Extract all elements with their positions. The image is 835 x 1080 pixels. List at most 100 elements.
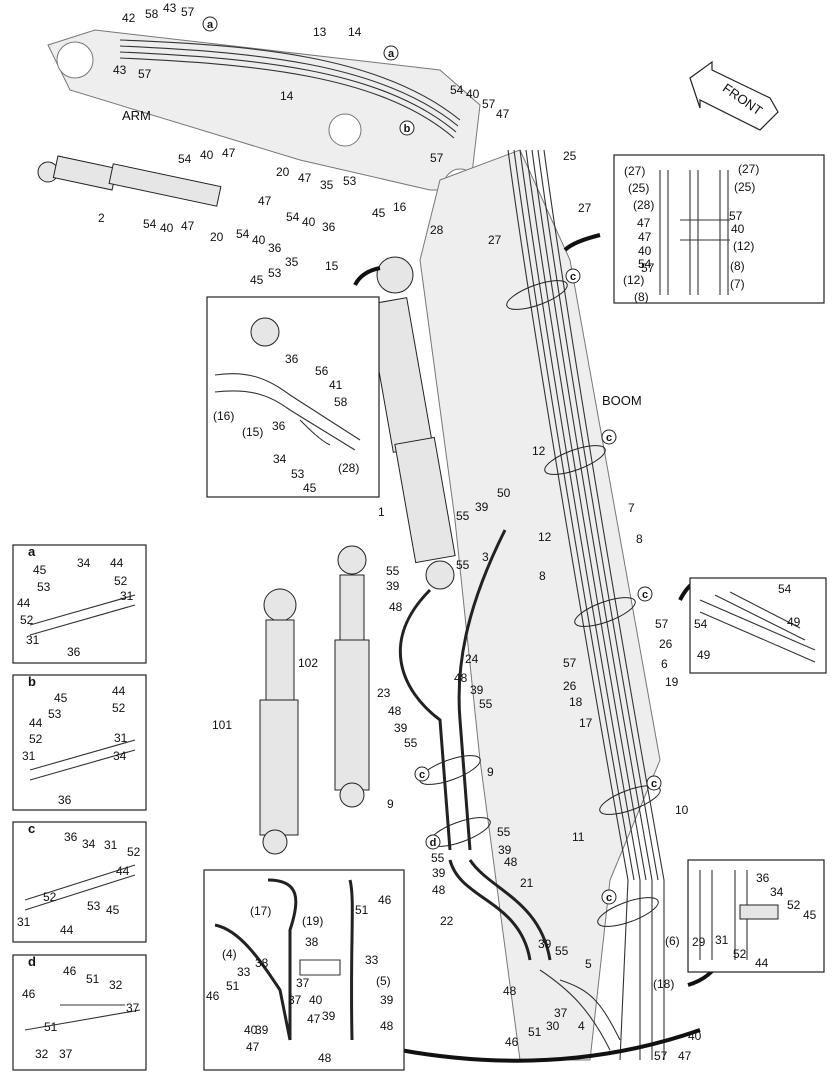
main-callout: 57 xyxy=(138,67,152,81)
main-callout: 58 xyxy=(145,7,159,21)
inset-bottom-center-callout: 47 xyxy=(307,1012,321,1026)
inset-c-callout: 31 xyxy=(104,838,118,852)
inset-b-callout: 44 xyxy=(29,716,43,730)
inset-center-callout: (28) xyxy=(338,461,359,475)
main-callout: 9 xyxy=(487,765,494,779)
inset-d-callout: 37 xyxy=(126,1001,140,1015)
circle-tag-letter: c xyxy=(606,892,612,904)
inset-b-callout: 53 xyxy=(48,707,62,721)
main-callout: 26 xyxy=(659,637,673,651)
circle-tag-letter: c xyxy=(419,769,425,781)
inset-c-callout: 31 xyxy=(17,915,31,929)
inset-center-callout: 34 xyxy=(273,452,287,466)
main-callout: 54 xyxy=(236,227,250,241)
circle-tag-ring xyxy=(565,268,581,284)
inset-right-mid-callout: 54 xyxy=(778,582,792,596)
main-callout: 46 xyxy=(505,1035,519,1049)
inset-c-callout: 44 xyxy=(60,923,74,937)
inset-d-callout: 46 xyxy=(63,964,77,978)
inset-bottom-center-callout: 51 xyxy=(226,979,240,993)
main-callout: 40 xyxy=(200,148,214,162)
inset-center-callout: 41 xyxy=(329,378,343,392)
arm-label: ARM xyxy=(122,108,151,123)
main-callout: 39 xyxy=(475,500,489,514)
inset-center-callout: 58 xyxy=(334,395,348,409)
main-callout: (18) xyxy=(653,977,674,991)
inset-a-callout: 31 xyxy=(120,589,134,603)
circle-tag-letter: c xyxy=(642,589,648,601)
circle-tag-ring xyxy=(399,120,415,136)
arm-drawing xyxy=(47,29,481,202)
inset-top-right-callout: 40 xyxy=(731,222,745,236)
main-callout: 24 xyxy=(465,652,479,666)
inset-bottom-center-callout: 37 xyxy=(296,976,310,990)
main-callout: 48 xyxy=(503,984,517,998)
main-callout: 55 xyxy=(479,697,493,711)
main-callout: 27 xyxy=(578,201,592,215)
inset-center-callout: 53 xyxy=(291,467,305,481)
main-callout: 40 xyxy=(466,87,480,101)
main-callout: 35 xyxy=(285,255,299,269)
inset-d-callout: 32 xyxy=(109,978,123,992)
inset-bottom-center-callout: 33 xyxy=(237,965,251,979)
main-callout: 37 xyxy=(554,1006,568,1020)
circle-tag-ring xyxy=(425,834,441,850)
circle-tag-ring xyxy=(601,889,617,905)
main-callout: 14 xyxy=(348,25,362,39)
inset-top-right-callout: (25) xyxy=(734,180,755,194)
circle-tag-letter: c xyxy=(570,271,576,283)
main-callout: 39 xyxy=(470,683,484,697)
inset-a-callout: 52 xyxy=(114,574,128,588)
main-callout: 13 xyxy=(313,25,327,39)
main-callout: 57 xyxy=(430,151,444,165)
inset-c-callout: 34 xyxy=(82,837,96,851)
main-callout: 39 xyxy=(432,866,446,880)
inset-bottom-center-callout: 39 xyxy=(380,993,394,1007)
main-callout: 27 xyxy=(488,233,502,247)
main-callout: 1 xyxy=(378,505,385,519)
main-callout: 39 xyxy=(538,937,552,951)
main-callout: 55 xyxy=(497,825,511,839)
main-callout: 47 xyxy=(298,171,312,185)
inset-center-callout: (15) xyxy=(242,425,263,439)
inset-bottom-center-callout: 39 xyxy=(255,1023,269,1037)
main-callout: 48 xyxy=(504,855,518,869)
inset-d-callout: 51 xyxy=(44,1020,58,1034)
main-callout: 36 xyxy=(322,220,336,234)
boom-drawing xyxy=(419,149,665,1061)
main-callout: 40 xyxy=(252,233,266,247)
inset-top-right-callout: (12) xyxy=(733,239,754,253)
circle-tag-ring xyxy=(601,429,617,445)
cylinder-101 xyxy=(259,588,299,855)
inset-bottom-center-callout: 39 xyxy=(322,1009,336,1023)
circle-tag: c xyxy=(601,429,617,445)
circle-tag-letter: d xyxy=(430,837,437,849)
main-callout: 5 xyxy=(585,957,592,971)
circle-tag-letter: c xyxy=(651,778,657,790)
inset-center-callout: 45 xyxy=(303,481,317,495)
main-callout: 55 xyxy=(456,558,470,572)
main-callout: 101 xyxy=(212,718,232,732)
inset-d-callout: 37 xyxy=(59,1047,73,1061)
main-callout: 9 xyxy=(387,797,394,811)
main-callout: 20 xyxy=(210,230,224,244)
inset-bottom-center xyxy=(203,869,405,1071)
main-callout: 48 xyxy=(389,600,403,614)
circle-tag-ring xyxy=(383,45,399,61)
main-callout: 4 xyxy=(578,1019,585,1033)
main-callout: 28 xyxy=(430,223,444,237)
main-callout: 25 xyxy=(563,149,577,163)
inset-top-right-hoses xyxy=(659,170,730,295)
inset-b-callout: 36 xyxy=(58,793,72,807)
inset-center-callout: 36 xyxy=(285,352,299,366)
main-callout: 55 xyxy=(386,564,400,578)
inset-center-callout: 56 xyxy=(315,364,329,378)
inset-bottom-center-callout: 46 xyxy=(378,893,392,907)
boom-label: BOOM xyxy=(602,393,642,408)
circle-tag-ring xyxy=(637,586,653,602)
inset-top-right-callout: 57 xyxy=(641,261,655,275)
inset-bottom-center-callout: 48 xyxy=(380,1019,394,1033)
main-callout: 53 xyxy=(268,266,282,280)
main-callout: 57 xyxy=(563,656,577,670)
